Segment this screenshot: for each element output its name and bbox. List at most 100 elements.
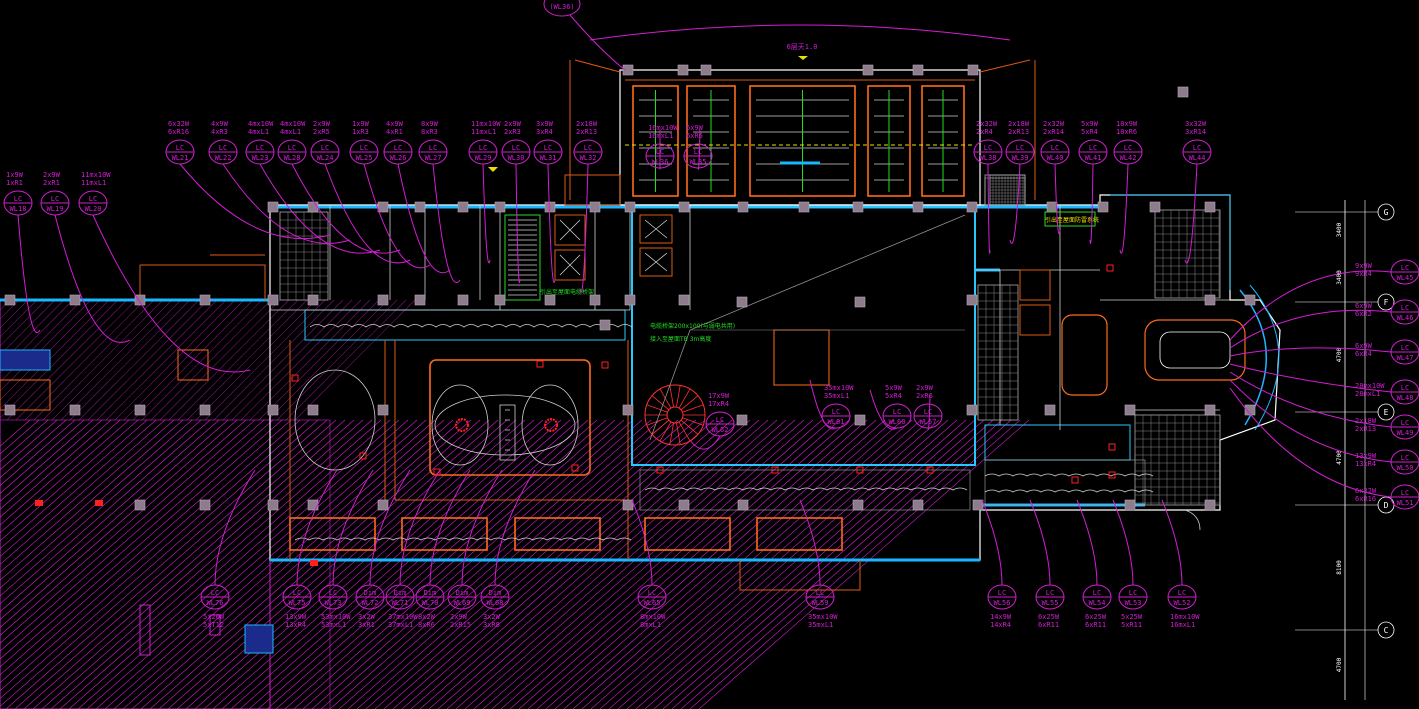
leader-line — [1229, 270, 1392, 341]
circuit-fixture: 2xR5 — [313, 128, 330, 136]
circuit-id: WL44 — [1189, 154, 1206, 162]
column — [1204, 499, 1216, 511]
leader-line — [291, 163, 401, 254]
circuit-id: WL62 — [712, 426, 729, 434]
leader-line — [1229, 387, 1392, 498]
circuit-tag-type: LC — [816, 589, 824, 597]
circuit-id: WL31 — [540, 154, 557, 162]
circuit-load: 2x18W — [1355, 417, 1377, 425]
circuit-fixture: 4mxL1 — [280, 128, 301, 136]
column — [544, 294, 556, 306]
grid-axis-bubble — [1377, 203, 1395, 221]
circuit-fixture: 2xR3 — [504, 128, 521, 136]
circuit-fixture: 13xR4 — [285, 621, 306, 629]
grid-axis-label: C — [1384, 626, 1389, 635]
leader-line — [1029, 499, 1051, 586]
column — [599, 319, 611, 331]
top-wing: 6层天1.0 — [488, 24, 1036, 206]
column — [1204, 404, 1216, 416]
circuit-id: WL45 — [1397, 274, 1414, 282]
dimension-label: 4700 — [1336, 347, 1343, 362]
circuit-id: WL29 — [475, 154, 492, 162]
circuit-id: WL46 — [1397, 314, 1414, 322]
circuit-id: WL72 — [362, 599, 379, 607]
leader-line — [1119, 163, 1129, 254]
circuit-tag-type: LC — [1401, 454, 1409, 462]
leader-line — [432, 163, 461, 283]
circuit-fixture: 2xR1 — [43, 179, 60, 187]
circuit-id: WL56 — [994, 599, 1011, 607]
column — [589, 294, 601, 306]
circuit-id: WL50 — [1397, 464, 1414, 472]
column — [798, 201, 810, 213]
circuit-fixture: 6xR16 — [1355, 495, 1376, 503]
circuit-tag-type: LC — [694, 148, 702, 156]
leader-line — [1112, 499, 1134, 586]
circuit-tag-type: LC — [1401, 264, 1409, 272]
column — [624, 201, 636, 213]
leader-line — [259, 163, 381, 254]
circuit-id: WL54 — [1089, 599, 1106, 607]
column — [1204, 201, 1216, 213]
column — [1046, 201, 1058, 213]
circuit-load: 3x2W — [483, 613, 501, 621]
dimension-label: 4700 — [1336, 450, 1343, 465]
circuit-fixture: 16mxL1 — [648, 132, 673, 140]
column — [852, 201, 864, 213]
circuit-fixture: 35mxL1 — [808, 621, 833, 629]
circuit-id: WL55 — [1042, 599, 1059, 607]
circuit-fixture: 53mxL1 — [321, 621, 346, 629]
circuit-load: 4x9W — [386, 120, 404, 128]
leader-line — [214, 469, 256, 586]
circuit-fixture: 2xR4 — [976, 128, 993, 136]
circuit-tag-type: LC — [479, 144, 487, 152]
circuit-tag-type: LC — [1046, 589, 1054, 597]
leader-line — [222, 163, 351, 244]
leader-line — [482, 163, 491, 264]
circuit-load: 11mx10W — [471, 120, 501, 128]
column — [972, 499, 984, 511]
circuit-load: 9x9W — [1355, 262, 1373, 270]
column — [4, 294, 16, 306]
column — [134, 499, 146, 511]
red-fixture — [601, 361, 609, 369]
circuit-id: WL24 — [317, 154, 334, 162]
circuit-id: WL47 — [1397, 354, 1414, 362]
circuit-load: 35mx10W — [808, 613, 838, 621]
column — [678, 201, 690, 213]
circuit-id: WL20 — [85, 205, 102, 213]
red-fixture — [571, 464, 579, 472]
column — [457, 294, 469, 306]
circuit-id: WL19 — [47, 205, 64, 213]
circuit-tag-type: LC — [1401, 384, 1409, 392]
leader-line — [1229, 309, 1392, 349]
leader-line — [1184, 163, 1198, 264]
circuit-tag-type: LC — [1401, 304, 1409, 312]
red-fixture — [310, 560, 318, 566]
circuit-tag-type: LC — [716, 416, 724, 424]
circuit-load: 2x9W — [313, 120, 331, 128]
circuit-id: WL65 — [644, 599, 661, 607]
circuit-load: 16mx10W — [1170, 613, 1200, 621]
circuit-tag-type: LC — [256, 144, 264, 152]
circuit-tag-type: LC — [89, 195, 97, 203]
leader-line — [1161, 499, 1183, 586]
circuit-id: WL70 — [422, 599, 439, 607]
column — [622, 404, 634, 416]
circuit-fixture: 2xR13 — [1355, 425, 1376, 433]
dimension-label: 8100 — [1336, 560, 1343, 575]
circuit-id: WL36 — [652, 158, 669, 166]
circuit-load: 6x9W — [1355, 302, 1373, 310]
